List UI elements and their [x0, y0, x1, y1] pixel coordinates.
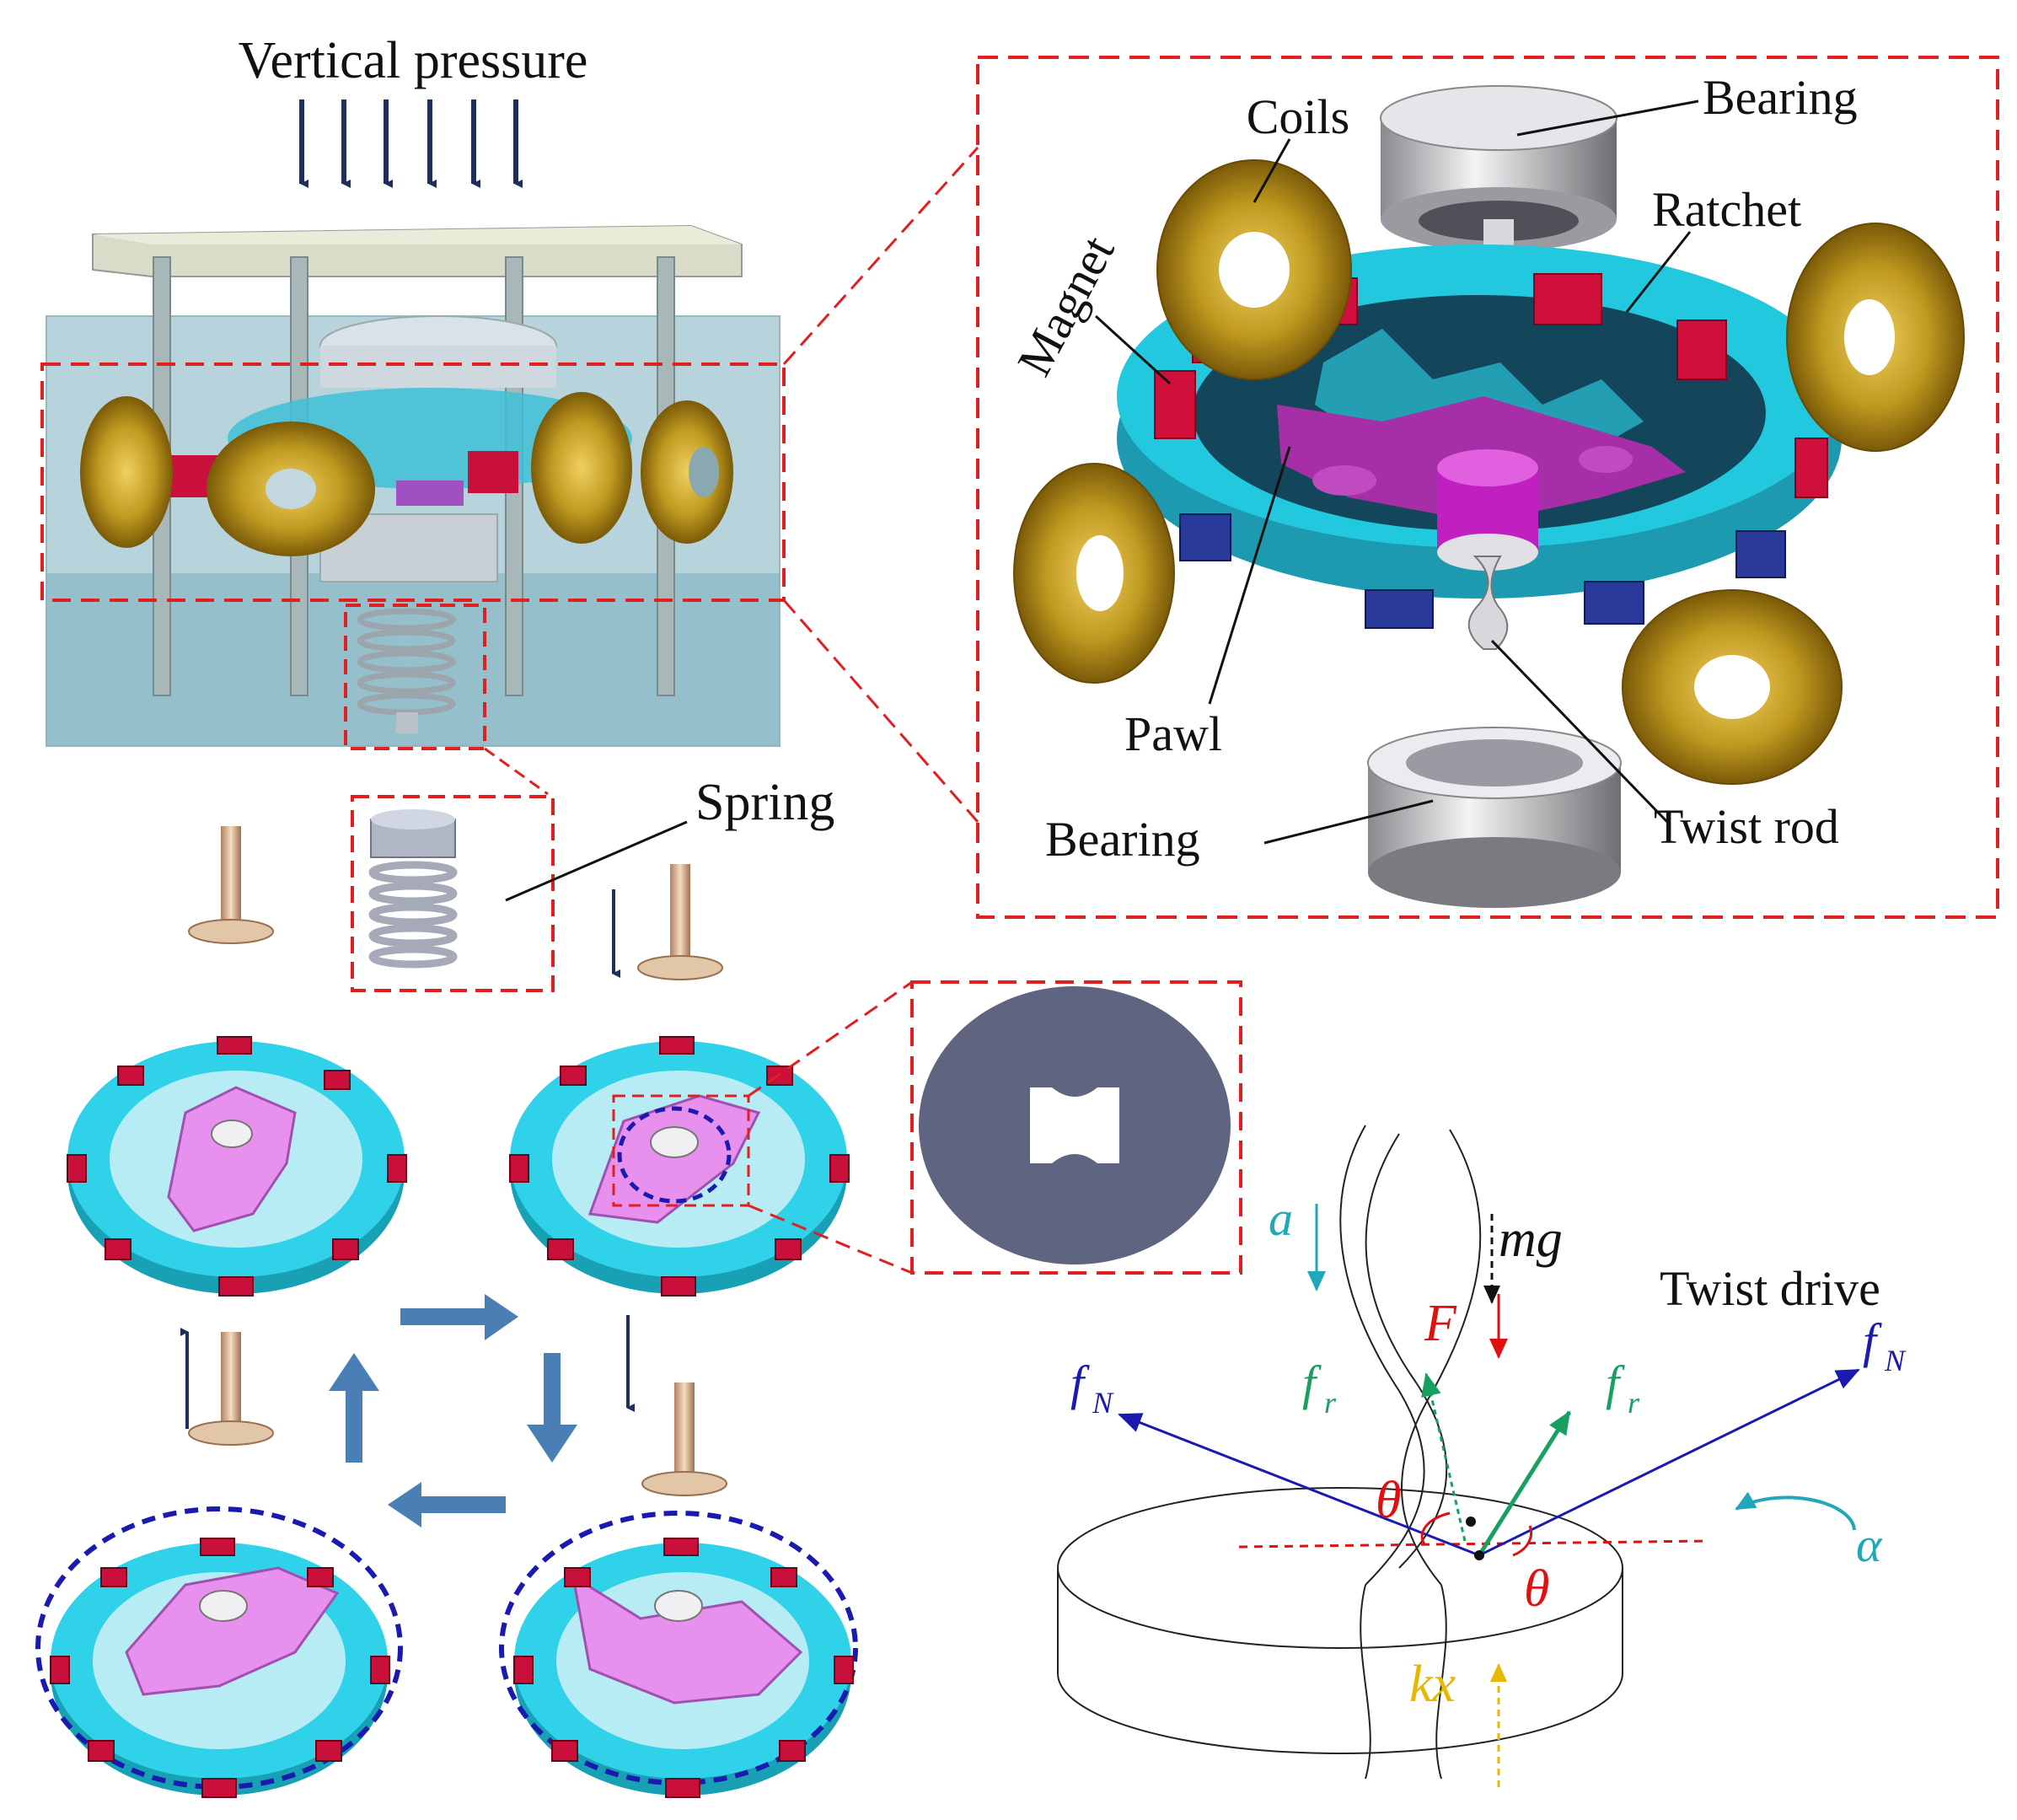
groove-inset-box: [910, 980, 1242, 1275]
ratchet-label: Ratchet: [1652, 182, 1801, 237]
svg-text:r: r: [1628, 1386, 1640, 1420]
twist-rod-label: Twist rod: [1654, 799, 1839, 854]
fN-right-label: f N: [1863, 1313, 1907, 1377]
bearing-top-label: Bearing: [1703, 70, 1858, 125]
twist-drive-diagram: Twist drive mg F a α f N f N f r f r θ θ…: [1057, 1125, 1907, 1787]
fN-left-label: f N: [1070, 1356, 1114, 1420]
svg-text:f: f: [1863, 1313, 1882, 1368]
exploded-view: Coils Bearing Ratchet Magnet Pawl Bearin…: [976, 56, 1999, 919]
pawl-plate: [1277, 396, 1686, 571]
theta-left-label: θ: [1376, 1472, 1401, 1529]
assembly-coils: [80, 392, 733, 556]
pawl-label: Pawl: [1124, 706, 1222, 761]
fr-right-label: f r: [1606, 1356, 1640, 1420]
ratchet-state-4: [35, 1328, 403, 1798]
kx-label: kx: [1409, 1656, 1456, 1713]
pressure-arrows: [299, 99, 523, 188]
spring-inset: Spring: [351, 774, 834, 992]
harvester-assembly: Vertical pressure: [40, 32, 979, 823]
angular-accel-arrow: [1735, 1491, 1856, 1531]
ratchet-cycle: [35, 826, 858, 1798]
svg-text:N: N: [1092, 1386, 1114, 1420]
friction-force-left: [1421, 1372, 1467, 1542]
coil-region-box: [40, 362, 786, 602]
bearing-bottom-label: Bearing: [1045, 812, 1200, 867]
friction-force-right: [1477, 1410, 1572, 1557]
twist-rod: [1467, 556, 1509, 650]
normal-force-left: [1118, 1413, 1480, 1557]
svg-text:r: r: [1324, 1386, 1337, 1420]
fr-left-label: f r: [1302, 1356, 1337, 1420]
top-bearing: [1380, 85, 1617, 257]
spring-inset-box: [351, 795, 555, 992]
magnet-label: Magnet: [1006, 227, 1125, 384]
mg-label: mg: [1499, 1211, 1563, 1268]
svg-text:f: f: [1302, 1356, 1322, 1410]
svg-text:f: f: [1606, 1356, 1625, 1410]
groove-inset: [748, 980, 1242, 1275]
svg-text:N: N: [1884, 1344, 1907, 1377]
alpha-label: α: [1856, 1517, 1883, 1572]
twist-drive-label: Twist drive: [1660, 1261, 1880, 1316]
bottom-bearing: [1367, 727, 1622, 908]
twisted-slot: [1030, 1087, 1119, 1163]
exploded-coils: [1013, 159, 1965, 785]
vertical-pressure-label: Vertical pressure: [239, 32, 588, 89]
F-label: F: [1424, 1295, 1457, 1352]
ratchet-state-3: [499, 1315, 858, 1798]
ratchet-state-1: [67, 826, 407, 1297]
theta-right-label: θ: [1524, 1560, 1549, 1618]
svg-text:f: f: [1070, 1356, 1090, 1410]
coils-label: Coils: [1247, 89, 1350, 144]
cycle-arrows: [329, 1294, 577, 1527]
spring-label: Spring: [695, 774, 834, 831]
normal-force-right: [1478, 1368, 1860, 1557]
a-label: a: [1269, 1191, 1293, 1246]
ratchet-state-2: [509, 864, 850, 1297]
